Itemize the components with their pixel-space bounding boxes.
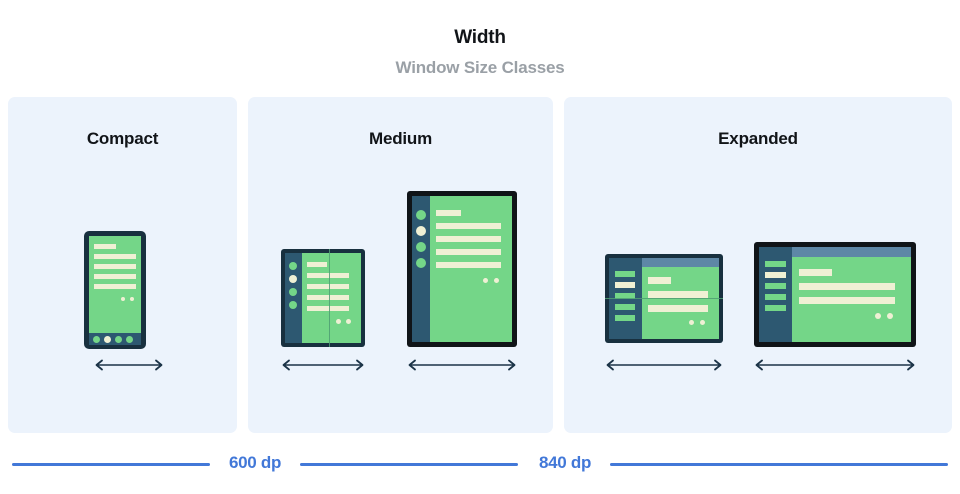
content-bar: [436, 223, 501, 229]
nav-dot-active: [104, 336, 111, 343]
device-navigation-rail: [759, 247, 792, 342]
size-class-panels: Compact: [0, 97, 960, 433]
rail-dot: [416, 258, 426, 268]
rail-dot: [289, 301, 297, 309]
content-dot: [875, 313, 881, 319]
rail-dot-active: [416, 226, 426, 236]
rail-bar-active: [765, 272, 786, 278]
header: Width Window Size Classes: [0, 0, 960, 78]
content-dot: [887, 313, 893, 319]
content-bar: [799, 297, 895, 304]
content-dot: [121, 297, 125, 301]
rail-bar: [765, 261, 786, 267]
width-arrow-foldable-landscape: [604, 358, 724, 372]
panel-medium: Medium: [248, 97, 553, 433]
rail-dot: [416, 242, 426, 252]
nav-dot: [126, 336, 133, 343]
rail-dot: [289, 288, 297, 296]
panel-title-medium: Medium: [368, 129, 433, 148]
device-fold-line: [329, 249, 330, 347]
content-bar: [307, 262, 327, 267]
rail-dot-active: [289, 275, 297, 283]
rail-bar-active: [615, 282, 635, 288]
device-screen: [302, 253, 361, 343]
content-dot: [346, 319, 351, 324]
rail-dot: [289, 262, 297, 270]
device-navigation-bar: [89, 333, 141, 345]
content-bar: [436, 262, 501, 268]
rail-bar: [615, 271, 635, 277]
width-arrow-tablet-portrait: [406, 358, 518, 372]
nav-dot: [93, 336, 100, 343]
content-dot: [483, 278, 488, 283]
content-bar: [436, 236, 501, 242]
device-screen: [430, 196, 512, 342]
device-tablet-portrait: [407, 191, 517, 347]
content-bar: [94, 284, 136, 289]
panel-title-expanded: Expanded: [718, 129, 798, 148]
content-dot: [494, 278, 499, 283]
content-dot: [130, 297, 134, 301]
device-navigation-rail: [285, 253, 302, 343]
content-bar: [799, 269, 832, 276]
width-arrow-compact: [93, 358, 165, 372]
breakpoint-label-600: 600 dp: [228, 453, 282, 472]
device-foldable-landscape: [605, 254, 723, 343]
nav-dot: [115, 336, 122, 343]
scale-line-segment: [610, 463, 948, 466]
content-bar: [307, 284, 349, 289]
device-app-bar: [792, 247, 911, 257]
content-dot: [336, 319, 341, 324]
breakpoint-label-840: 840 dp: [538, 453, 592, 472]
panel-title-compact: Compact: [86, 129, 159, 148]
content-bar: [94, 264, 136, 269]
content-bar: [307, 306, 349, 311]
content-bar: [94, 244, 116, 249]
rail-bar: [615, 315, 635, 321]
content-bar: [648, 305, 708, 312]
scale-line-segment: [12, 463, 210, 466]
content-bar: [436, 249, 501, 255]
device-screen: [89, 236, 141, 333]
content-bar: [799, 283, 895, 290]
width-arrow-foldable-portrait: [280, 358, 366, 372]
rail-bar: [615, 304, 635, 310]
content-bar: [94, 274, 136, 279]
breakpoint-scale: 600 dp 840 dp: [0, 449, 960, 481]
content-bar: [94, 254, 136, 259]
content-bar: [648, 291, 708, 298]
device-foldable-portrait: [281, 249, 365, 347]
page-subtitle: Window Size Classes: [395, 58, 565, 77]
panel-expanded: Expanded: [564, 97, 952, 433]
device-fold-line: [605, 298, 723, 299]
rail-bar: [615, 293, 635, 299]
rail-dot: [416, 210, 426, 220]
rail-bar: [765, 283, 786, 289]
rail-bar: [765, 305, 786, 311]
content-bar: [648, 277, 671, 284]
content-bar: [307, 273, 349, 278]
device-tablet-landscape: [754, 242, 916, 347]
width-arrow-tablet-landscape: [753, 358, 917, 372]
page-title: Width: [454, 27, 506, 48]
rail-bar: [765, 294, 786, 300]
device-navigation-rail: [412, 196, 430, 342]
scale-line-segment: [300, 463, 518, 466]
panel-compact: Compact: [8, 97, 237, 433]
content-bar: [436, 210, 461, 216]
device-screen: [792, 247, 911, 342]
device-phone-portrait: [84, 231, 146, 349]
content-bar: [307, 295, 349, 300]
content-dot: [689, 320, 694, 325]
device-app-bar: [642, 258, 719, 267]
content-dot: [700, 320, 705, 325]
